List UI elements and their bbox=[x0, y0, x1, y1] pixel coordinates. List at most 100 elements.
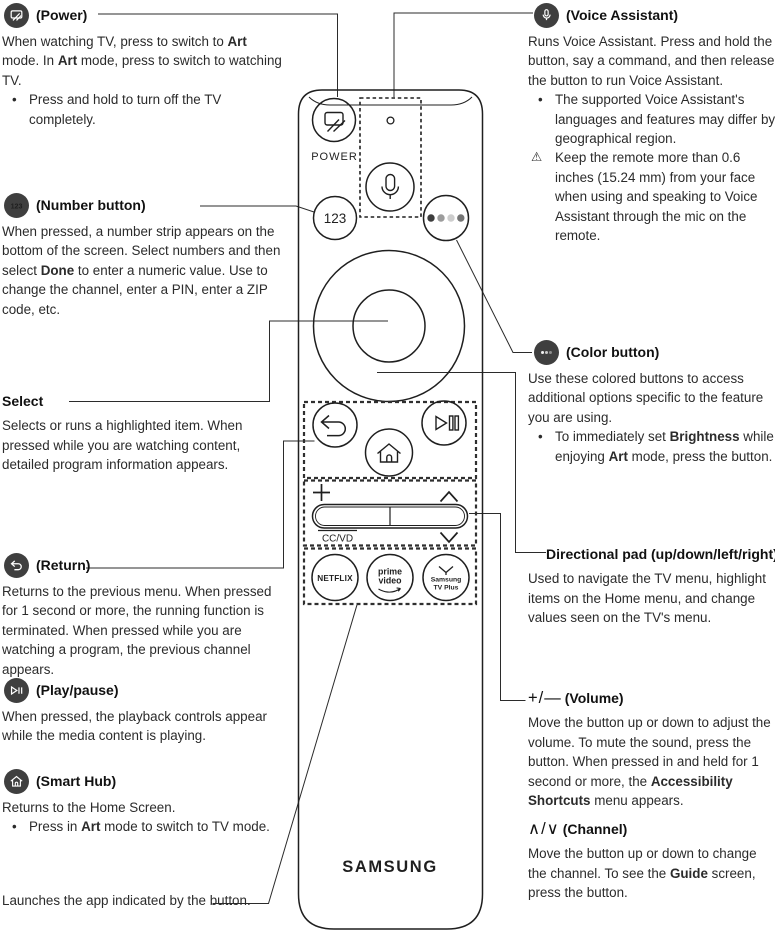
prime-label-2: video bbox=[379, 576, 403, 586]
section-title: (Smart Hub) bbox=[36, 772, 117, 789]
number-callout-line bbox=[200, 205, 315, 213]
microphone-icon bbox=[381, 173, 400, 199]
section-title: (Color button) bbox=[566, 343, 660, 360]
netflix-label: NETFLIX bbox=[317, 574, 353, 583]
channel-up-icon bbox=[439, 490, 459, 503]
media-buttons-dashed-box bbox=[302, 400, 478, 480]
section-title: +/—(Volume) bbox=[528, 689, 624, 707]
section-return: (Return) Returns to the previous menu. W… bbox=[2, 553, 284, 679]
volume-callout-line bbox=[469, 513, 526, 701]
tvplus-label-1: Samsung bbox=[431, 577, 462, 584]
prime-smile-icon bbox=[378, 587, 401, 593]
section-app-buttons: Launches the app indicated by the button… bbox=[2, 891, 284, 910]
section-title: ∧/∨(Channel) bbox=[528, 820, 628, 838]
section-channel: ∧/∨(Channel) Move the button up or down … bbox=[528, 820, 775, 903]
color-dots-icon bbox=[534, 340, 559, 365]
callout-lines bbox=[69, 12, 546, 904]
section-select: Select Selects or runs a highlighted ite… bbox=[2, 392, 284, 475]
bullet-item: • To immediately set Brightness while en… bbox=[528, 427, 775, 466]
power-callout-line bbox=[98, 13, 338, 97]
section-body: Returns to the previous menu. When press… bbox=[2, 584, 272, 677]
power-icon bbox=[4, 3, 29, 28]
dirpad-callout-line bbox=[377, 372, 546, 553]
section-body: Returns to the Home Screen. bbox=[2, 800, 176, 815]
section-title: Select bbox=[2, 393, 44, 409]
select-button bbox=[352, 289, 426, 363]
number-button-label: 123 bbox=[324, 211, 347, 226]
section-body: Move the button up or down to adjust the… bbox=[528, 715, 771, 809]
power-label: POWER bbox=[311, 151, 358, 163]
samsung-logo: SAMSUNG bbox=[342, 858, 438, 876]
section-title: Directional pad (up/down/left/right) bbox=[546, 546, 775, 562]
section-body: Selects or runs a highlighted item. When… bbox=[2, 418, 243, 473]
svg-text:123: 123 bbox=[11, 202, 23, 210]
voice-assistant-button bbox=[365, 162, 415, 212]
warning-icon: ⚠ bbox=[531, 150, 543, 165]
rocker-dashed-box bbox=[302, 479, 478, 547]
section-color-button: (Color button) Use these colored buttons… bbox=[528, 340, 775, 466]
section-body: When watching TV, press to switch to Art… bbox=[2, 34, 282, 88]
power-icon bbox=[324, 111, 346, 133]
section-volume: +/—(Volume) Move the button up or down t… bbox=[528, 689, 775, 810]
remote-body-outline bbox=[297, 89, 484, 930]
volume-plus-minus-symbol: +/— bbox=[528, 689, 562, 707]
number-123-icon: 123 bbox=[4, 193, 29, 218]
section-voice-assistant: (Voice Assistant) Runs Voice Assistant. … bbox=[528, 3, 775, 245]
volume-channel-rocker bbox=[311, 503, 469, 529]
samsung-tv-plus-button bbox=[422, 553, 470, 602]
smart-hub-button bbox=[364, 428, 414, 477]
section-directional-pad: Directional pad (up/down/left/right) Use… bbox=[528, 545, 775, 628]
tvplus-label-2: TV Plus bbox=[434, 585, 459, 592]
return-arrow-icon bbox=[4, 553, 29, 578]
bullet-item: • Press and hold to turn off the TV comp… bbox=[2, 90, 284, 129]
app-buttons-dashed-box bbox=[302, 547, 478, 606]
prime-label-1: prime bbox=[378, 567, 402, 577]
return-arrow-icon bbox=[320, 414, 347, 437]
volume-plus-icon bbox=[313, 484, 330, 501]
section-body: Runs Voice Assistant. Press and hold the… bbox=[528, 34, 775, 88]
section-title: (Return) bbox=[36, 556, 91, 573]
netflix-button bbox=[311, 553, 359, 602]
section-body: Use these colored buttons to access addi… bbox=[528, 371, 764, 425]
bullet-icon: • bbox=[12, 819, 17, 835]
remote-top-bevel-line bbox=[308, 96, 473, 106]
section-body: Used to navigate the TV menu, highlight … bbox=[528, 571, 766, 626]
return-button bbox=[312, 402, 358, 448]
microphone-icon bbox=[534, 3, 559, 28]
voice-area-dashed-box bbox=[359, 97, 422, 218]
section-smart-hub: (Smart Hub) Returns to the Home Screen. … bbox=[2, 769, 284, 837]
play-pause-icon bbox=[4, 678, 29, 703]
bullet-icon: • bbox=[538, 92, 543, 108]
section-power: (Power) When watching TV, press to switc… bbox=[2, 3, 284, 129]
section-body: When pressed, a number strip appears on … bbox=[2, 224, 281, 317]
bullet-icon: • bbox=[538, 429, 543, 445]
mic-hole bbox=[386, 116, 395, 125]
section-title: (Play/pause) bbox=[36, 681, 119, 698]
channel-up-down-symbol: ∧/∨ bbox=[528, 820, 560, 838]
section-body: Move the button up or down to change the… bbox=[528, 846, 757, 901]
section-body: Launches the app indicated by the button… bbox=[2, 893, 251, 908]
bullet-item: • The supported Voice Assistant's langua… bbox=[528, 90, 775, 148]
directional-pad bbox=[312, 249, 466, 403]
prime-video-button bbox=[366, 553, 414, 602]
section-title: (Voice Assistant) bbox=[566, 6, 679, 23]
section-title: (Number button) bbox=[36, 196, 146, 213]
color-button-dots bbox=[427, 214, 465, 222]
apps-callout-line bbox=[213, 604, 358, 904]
play-pause-button bbox=[421, 400, 467, 446]
home-icon bbox=[377, 443, 401, 463]
bullet-icon: • bbox=[12, 92, 17, 108]
color-callout-line bbox=[456, 239, 532, 353]
section-body: When pressed, the playback controls appe… bbox=[2, 709, 267, 744]
play-pause-icon bbox=[435, 415, 460, 431]
power-button bbox=[311, 97, 357, 143]
warning-note: ⚠ Keep the remote more than 0.6 inches (… bbox=[528, 148, 775, 245]
home-icon bbox=[4, 769, 29, 794]
bullet-item: • Press in Art mode to switch to TV mode… bbox=[2, 817, 284, 836]
section-title: (Power) bbox=[36, 6, 88, 23]
ccvd-label: CC/VD bbox=[322, 534, 353, 545]
tv-plus-antenna-icon bbox=[438, 566, 454, 575]
section-play-pause: (Play/pause) When pressed, the playback … bbox=[2, 678, 284, 746]
